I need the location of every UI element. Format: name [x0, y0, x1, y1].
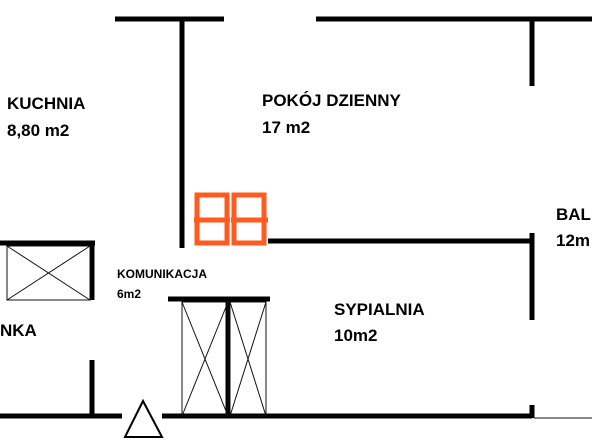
left-room-name: NKA [0, 321, 37, 340]
entrance-triangle-icon [123, 398, 164, 438]
balcony-name: BAL [556, 205, 591, 224]
bedroom-area: 10m2 [334, 326, 378, 345]
living-room-area: 17 m2 [262, 118, 311, 137]
wardrobe-right-diagonal-b [229, 301, 267, 417]
walls [0, 16, 592, 419]
living-room-name: POKÓJ DZIENNY [262, 91, 401, 110]
corridor-area: 6m2 [117, 287, 142, 301]
wardrobe-right [229, 301, 267, 417]
wardrobe-left [181, 301, 229, 417]
kitchen-name: KUCHNIA [7, 94, 86, 113]
kitchen-area: 8,80 m2 [7, 121, 70, 140]
balcony-area: 12m [556, 231, 591, 250]
corridor-name: KOMUNIKACJA [117, 267, 207, 281]
bedroom-name: SYPIALNIA [334, 300, 425, 319]
kitchen-cabinet-diagonal-b [6, 245, 91, 301]
watermark-logo [194, 192, 268, 246]
kitchen-cabinet [6, 245, 91, 301]
wardrobe-left-diagonal-b [181, 301, 229, 417]
thin-lines [6, 245, 592, 419]
